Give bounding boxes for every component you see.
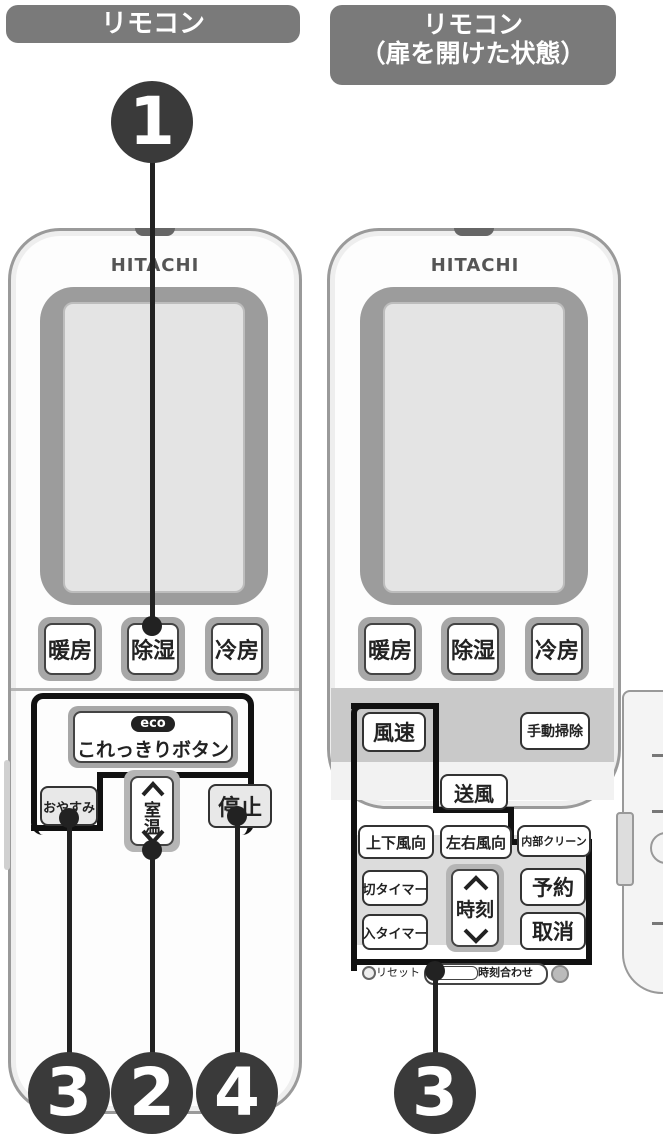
- reset-dot[interactable]: [362, 966, 376, 980]
- leader-line-3-right: [433, 972, 438, 1056]
- left-heat-label: 暖房: [44, 623, 96, 675]
- manual-clean-button[interactable]: 手動掃除: [520, 712, 590, 750]
- leader-dot-3-right: [425, 961, 445, 981]
- marker-1: 1: [111, 81, 193, 163]
- marker-3-left: 3: [28, 1052, 110, 1134]
- right-highlight-v3: [586, 839, 592, 965]
- left-remote-lower: [11, 688, 299, 1106]
- right-screen: [383, 302, 565, 593]
- eco-badge: eco: [131, 716, 175, 732]
- right-header-line1: リモコン: [422, 10, 523, 39]
- right-header-line2: （扉を開けた状態）: [360, 38, 586, 68]
- cancel-button[interactable]: 取消: [520, 912, 586, 950]
- leader-line-4: [235, 814, 240, 1056]
- leader-dot-4: [227, 806, 247, 826]
- cover-slot-3: [652, 922, 663, 925]
- temp-label: 室温: [140, 801, 160, 835]
- eco-button[interactable]: eco これっきりボタン: [68, 706, 238, 768]
- time-chevron-down-icon: [463, 928, 489, 944]
- opened-cover: [616, 690, 663, 994]
- clock-set-label: 時刻合わせ: [478, 966, 533, 979]
- right-dry-label: 除湿: [447, 623, 499, 675]
- marker-3-right: 3: [394, 1052, 476, 1134]
- leader-dot-2: [142, 840, 162, 860]
- time-label: 時刻: [455, 899, 494, 921]
- cover-slot-1: [652, 754, 663, 757]
- eco-button-face: eco これっきりボタン: [73, 711, 233, 763]
- marker-4: 4: [196, 1052, 278, 1134]
- leader-dot-1: [142, 616, 162, 636]
- leader-line-2: [150, 848, 155, 1056]
- left-remote-ir-window: [135, 228, 175, 236]
- right-cool-label: 冷房: [531, 623, 583, 675]
- reset-label: リセット: [376, 966, 420, 979]
- left-cool-label: 冷房: [211, 623, 263, 675]
- time-button-face: 時刻: [451, 869, 499, 947]
- right-cool-button[interactable]: 冷房: [525, 617, 589, 681]
- right-brand-logo: HITACHI: [430, 255, 520, 276]
- right-heat-button[interactable]: 暖房: [358, 617, 422, 681]
- time-button[interactable]: 時刻: [446, 864, 504, 952]
- chevron-up-icon: [141, 781, 165, 797]
- right-dry-button[interactable]: 除湿: [441, 617, 505, 681]
- indicator-light: [551, 965, 569, 983]
- vertical-direction-button[interactable]: 上下風向: [358, 825, 434, 859]
- cover-slot-2: [652, 810, 663, 813]
- left-heat-button[interactable]: 暖房: [38, 617, 102, 681]
- cover-hinge: [616, 812, 634, 886]
- leader-line-1: [150, 160, 155, 626]
- left-header: リモコン: [6, 5, 300, 43]
- eco-label: これっきりボタン: [76, 739, 229, 761]
- blow-button[interactable]: 送風: [440, 774, 508, 810]
- horizontal-direction-button[interactable]: 左右風向: [440, 825, 512, 859]
- eco-highlight-side: [97, 772, 103, 831]
- fan-speed-button[interactable]: 風速: [362, 712, 426, 752]
- leader-line-3-left: [67, 816, 72, 1056]
- off-timer-button[interactable]: 切タイマー: [362, 870, 428, 906]
- left-side-grip: [4, 760, 10, 870]
- leader-dot-3-left: [59, 808, 79, 828]
- time-chevron-up-icon: [463, 875, 489, 891]
- on-timer-button[interactable]: 入タイマー: [362, 914, 428, 950]
- right-header: リモコン （扉を開けた状態）: [330, 5, 616, 85]
- right-remote-ir-window: [454, 228, 494, 236]
- right-highlight-v1: [433, 703, 439, 813]
- left-brand-logo: HITACHI: [100, 255, 210, 276]
- eco-highlight-frame: [31, 693, 254, 835]
- reserve-button[interactable]: 予約: [520, 868, 586, 906]
- right-highlight-v2: [508, 807, 514, 845]
- right-heat-label: 暖房: [364, 623, 416, 675]
- marker-2: 2: [111, 1052, 193, 1134]
- right-highlight-bottom: [351, 959, 592, 965]
- inner-clean-button[interactable]: 内部クリーン: [517, 825, 591, 857]
- cover-circle: [650, 832, 663, 864]
- right-highlight-h1: [433, 807, 514, 813]
- temp-button-face: 室温: [130, 776, 174, 846]
- right-highlight-top: [351, 703, 439, 709]
- left-cool-button[interactable]: 冷房: [205, 617, 269, 681]
